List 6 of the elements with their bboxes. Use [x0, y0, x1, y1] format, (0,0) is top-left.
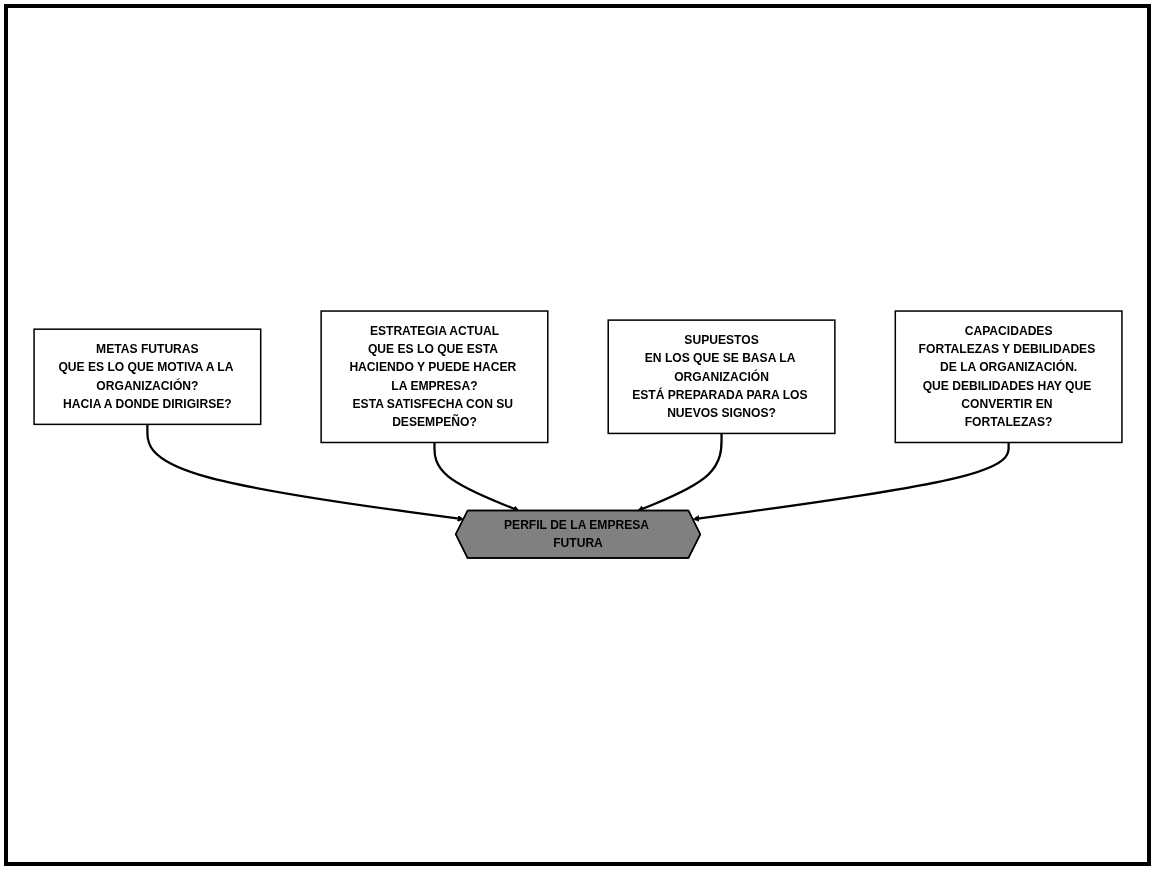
node-box: SUPUESTOS EN LOS QUE SE BASA LA ORGANIZACIÓN ESTÁ PREPARADA PARA LOS NUEVOS SIGNOS?	[606, 319, 836, 435]
node-box: METAS FUTURAS QUE ES LO QUE MOTIVA A LA ORGANIZACIÓN? HACIA A DONDE DIRIGIRSE?	[32, 328, 261, 426]
node-box: CAPACIDADES FORTALEZAS Y DEBILIDADES DE LA ORGANIZACIÓN. QUE DEBILIDADES HAY QUE CONVERTIR EN FORTALEZAS?	[894, 310, 1123, 444]
arrow	[145, 424, 464, 523]
arrow	[692, 442, 1010, 523]
node-box: ESTRATEGIA ACTUAL QUE ES LO QUE ESTA HACIENDO Y PUEDE HACER LA EMPRESA? ESTA SATISFECHA CON SU DESEMPEÑO?	[319, 310, 549, 444]
